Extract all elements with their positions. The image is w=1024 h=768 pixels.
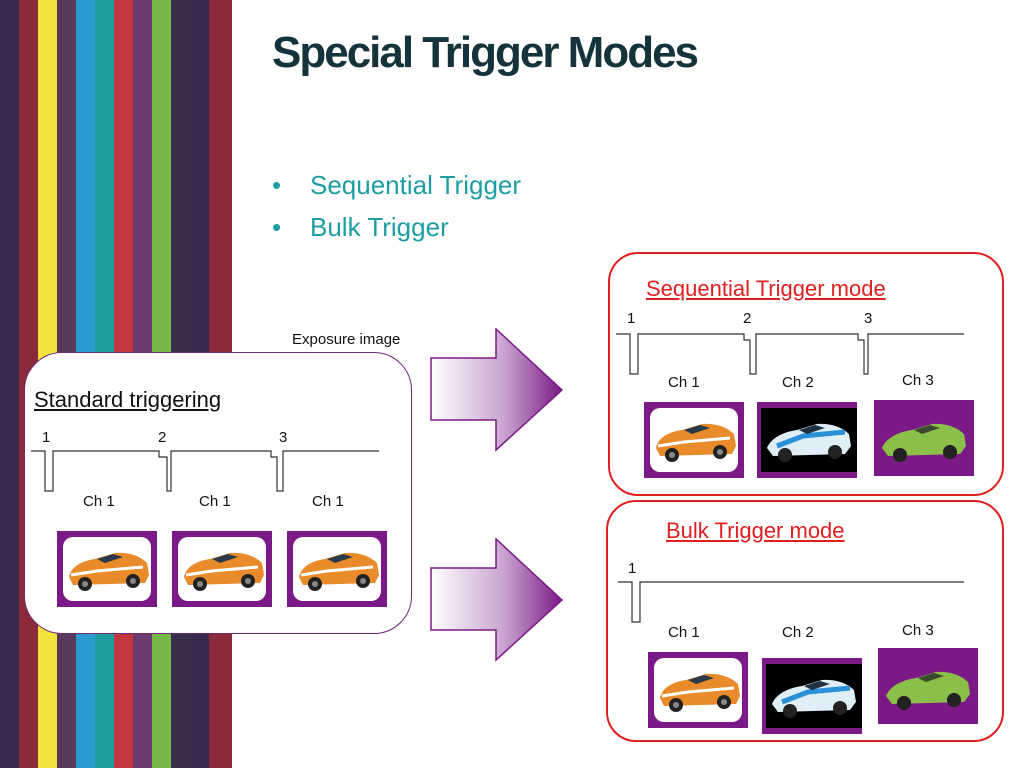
channel-label: Ch 1 — [83, 493, 115, 510]
bullet-item: • Sequential Trigger — [272, 166, 521, 208]
channel-label: Ch 1 — [668, 374, 700, 391]
bullet-list: • Sequential Trigger • Bulk Trigger — [272, 166, 521, 250]
pulse-label: 1 — [628, 560, 637, 577]
channel-label: Ch 3 — [902, 622, 934, 639]
pulse-label: 1 — [42, 429, 51, 446]
arrow-to-bulk — [430, 538, 564, 662]
channel-label: Ch 3 — [902, 372, 934, 389]
bulk-heading: Bulk Trigger mode — [666, 518, 845, 543]
car-image-orange — [172, 531, 272, 607]
bullet-text: Sequential Trigger — [310, 170, 522, 200]
car-image-orange — [287, 531, 387, 607]
pulse-label: 3 — [864, 310, 873, 327]
channel-label: Ch 1 — [668, 624, 700, 641]
bullet-item: • Bulk Trigger — [272, 208, 521, 250]
channel-label: Ch 1 — [312, 493, 344, 510]
sequential-heading: Sequential Trigger mode — [646, 276, 886, 301]
bullet-marker: • — [272, 212, 282, 242]
arrow-to-sequential — [430, 328, 564, 452]
exposure-image-label: Exposure image — [292, 331, 401, 348]
bullet-text: Bulk Trigger — [310, 212, 449, 242]
bulk-trigger-panel: Bulk Trigger mode 1 Ch 1 Ch 2 Ch 3 — [606, 500, 1004, 742]
pulse-label: 2 — [158, 429, 167, 446]
standard-triggering-panel: Standard triggering 1 2 3 Ch 1 Ch 1 Ch 1 — [24, 352, 412, 634]
channel-label: Ch 2 — [782, 374, 814, 391]
sequential-trigger-panel: Sequential Trigger mode 1 2 3 Ch 1 Ch 2 … — [608, 252, 1004, 496]
pulse-label: 1 — [627, 310, 636, 327]
car-image-orange — [644, 402, 744, 478]
car-image-orange — [57, 531, 157, 607]
standard-heading: Standard triggering — [34, 387, 222, 412]
car-image-blue — [762, 658, 862, 734]
stripe — [0, 0, 20, 768]
slide-title: Special Trigger Modes — [272, 28, 699, 77]
channel-label: Ch 2 — [782, 624, 814, 641]
pulse-label: 2 — [743, 310, 752, 327]
pulse-label: 3 — [279, 429, 288, 446]
car-image-green — [878, 648, 978, 724]
bulk-trigger-waveform — [618, 581, 964, 623]
sequential-trigger-waveform — [616, 333, 964, 375]
car-image-orange — [648, 652, 748, 728]
channel-label: Ch 1 — [199, 493, 231, 510]
standard-trigger-waveform — [31, 450, 379, 492]
bullet-marker: • — [272, 170, 282, 200]
car-image-green — [874, 400, 974, 476]
car-image-blue — [757, 402, 857, 478]
